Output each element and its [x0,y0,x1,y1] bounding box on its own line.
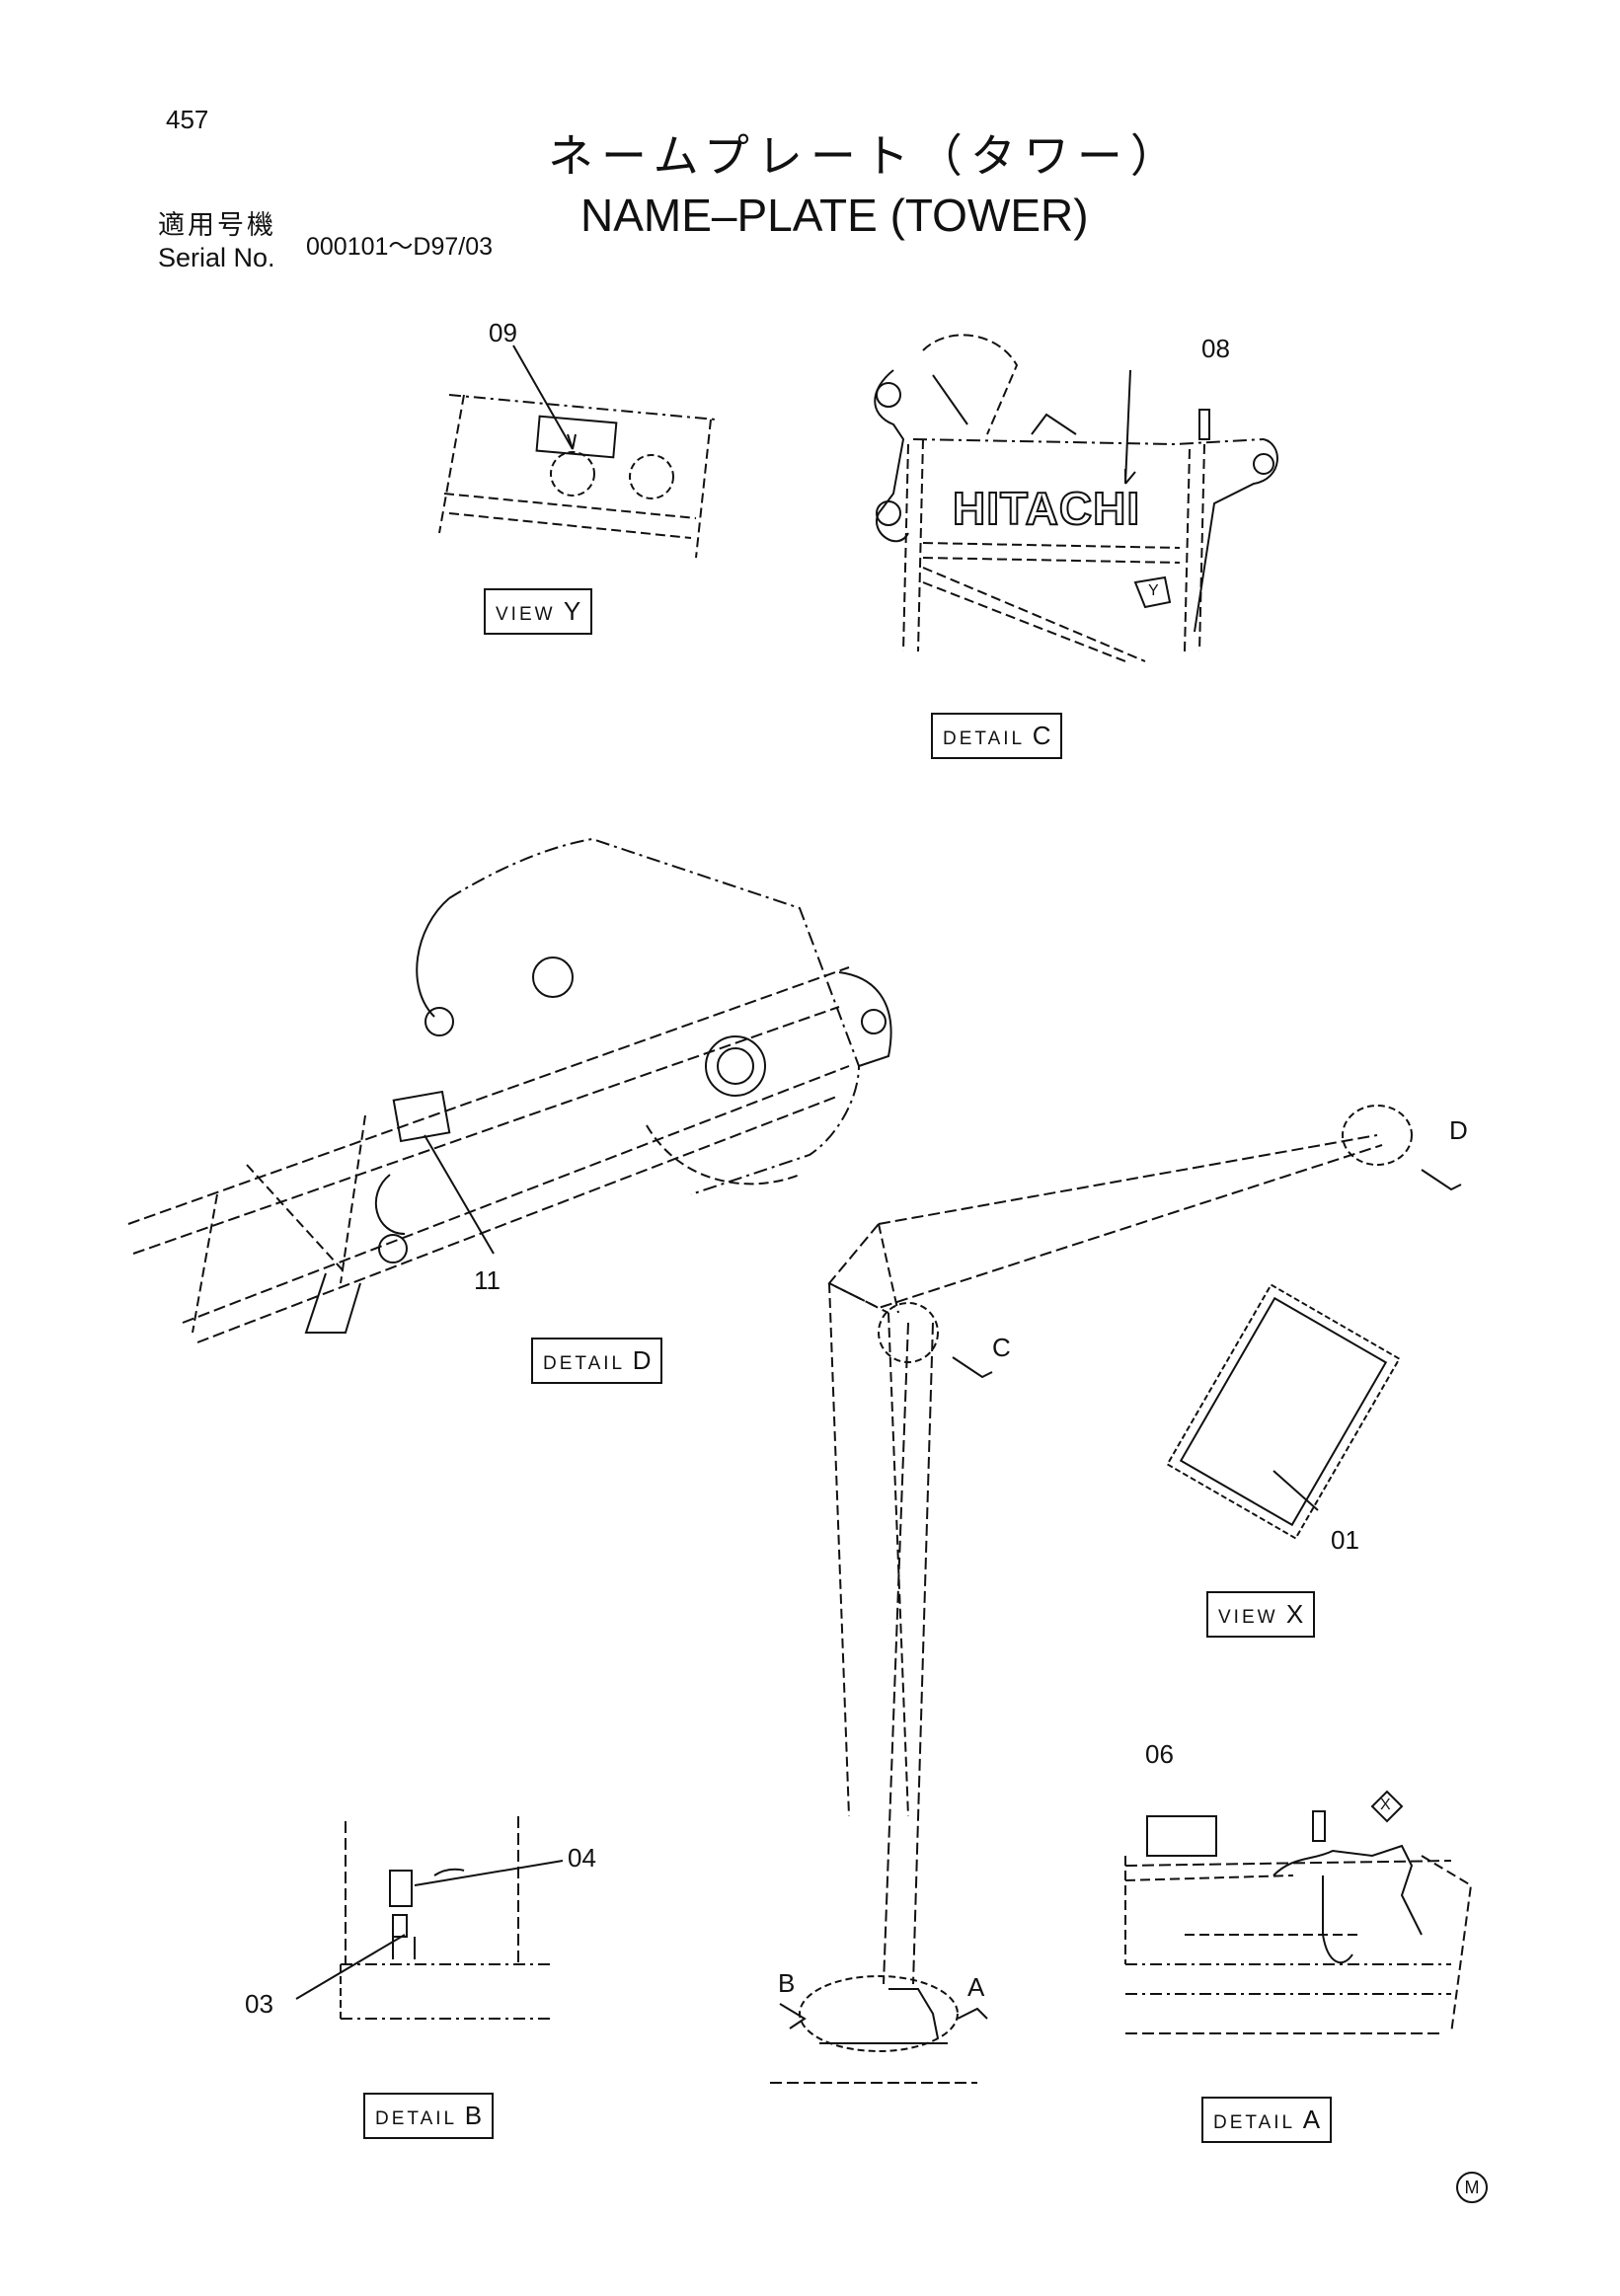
footer-m-mark: M [1456,2172,1488,2203]
detail-d-text: DETAIL [543,1353,633,1374]
title-japanese: ネームプレート（タワー） [548,129,1184,183]
view-x-sketch [1166,1283,1401,1540]
callout-03: 03 [245,1989,273,2019]
marker-b: B [778,1968,796,1998]
detail-d-letter: D [632,1345,652,1375]
marker-c: C [992,1333,1011,1362]
detail-d-sketch [127,837,892,1343]
callout-06: 06 [1145,1739,1174,1769]
callout-08: 08 [1201,334,1230,363]
view-y-letter: Y [563,596,581,626]
page-number: 457 [166,105,209,134]
detail-d-label: DETAIL D [531,1338,663,1384]
detail-b-sketch [295,1816,564,2020]
view-x-label: VIEW X [1206,1591,1316,1638]
detail-c-label: DETAIL C [931,713,1063,759]
view-x-letter: X [1285,1599,1304,1629]
serial-range: 000101～D97/03 [306,233,494,261]
title-english: NAME–PLATE (TOWER) [580,190,1089,241]
detail-c-sketch [874,334,1278,662]
callout-11: 11 [474,1265,501,1295]
marker-y: Y [1148,582,1159,599]
marker-d: D [1449,1115,1468,1145]
detail-a-sketch [1124,1790,1473,2034]
detail-b-label: DETAIL B [363,2093,495,2139]
detail-a-label: DETAIL A [1201,2097,1333,2143]
callout-04: 04 [568,1843,596,1873]
detail-c-text: DETAIL [943,728,1033,749]
hitachi-nameplate: HITACHI [952,483,1141,534]
callout-09: 09 [489,318,517,347]
view-y-text: VIEW [496,604,564,625]
serial-label-japanese: 適用号機 [158,210,276,241]
view-x-text: VIEW [1218,1607,1286,1628]
marker-a: A [967,1972,985,2002]
detail-a-text: DETAIL [1213,2112,1303,2133]
detail-c-letter: C [1032,721,1051,750]
detail-b-text: DETAIL [375,2108,465,2129]
crane-sketch [770,1105,1462,2084]
view-y-sketch [438,344,717,559]
callout-01: 01 [1331,1525,1359,1555]
view-y-label: VIEW Y [484,588,593,635]
detail-a-letter: A [1302,2105,1321,2134]
serial-label-english: Serial No. [158,243,275,272]
marker-x: X [1380,1797,1391,1813]
detail-b-letter: B [464,2101,483,2130]
